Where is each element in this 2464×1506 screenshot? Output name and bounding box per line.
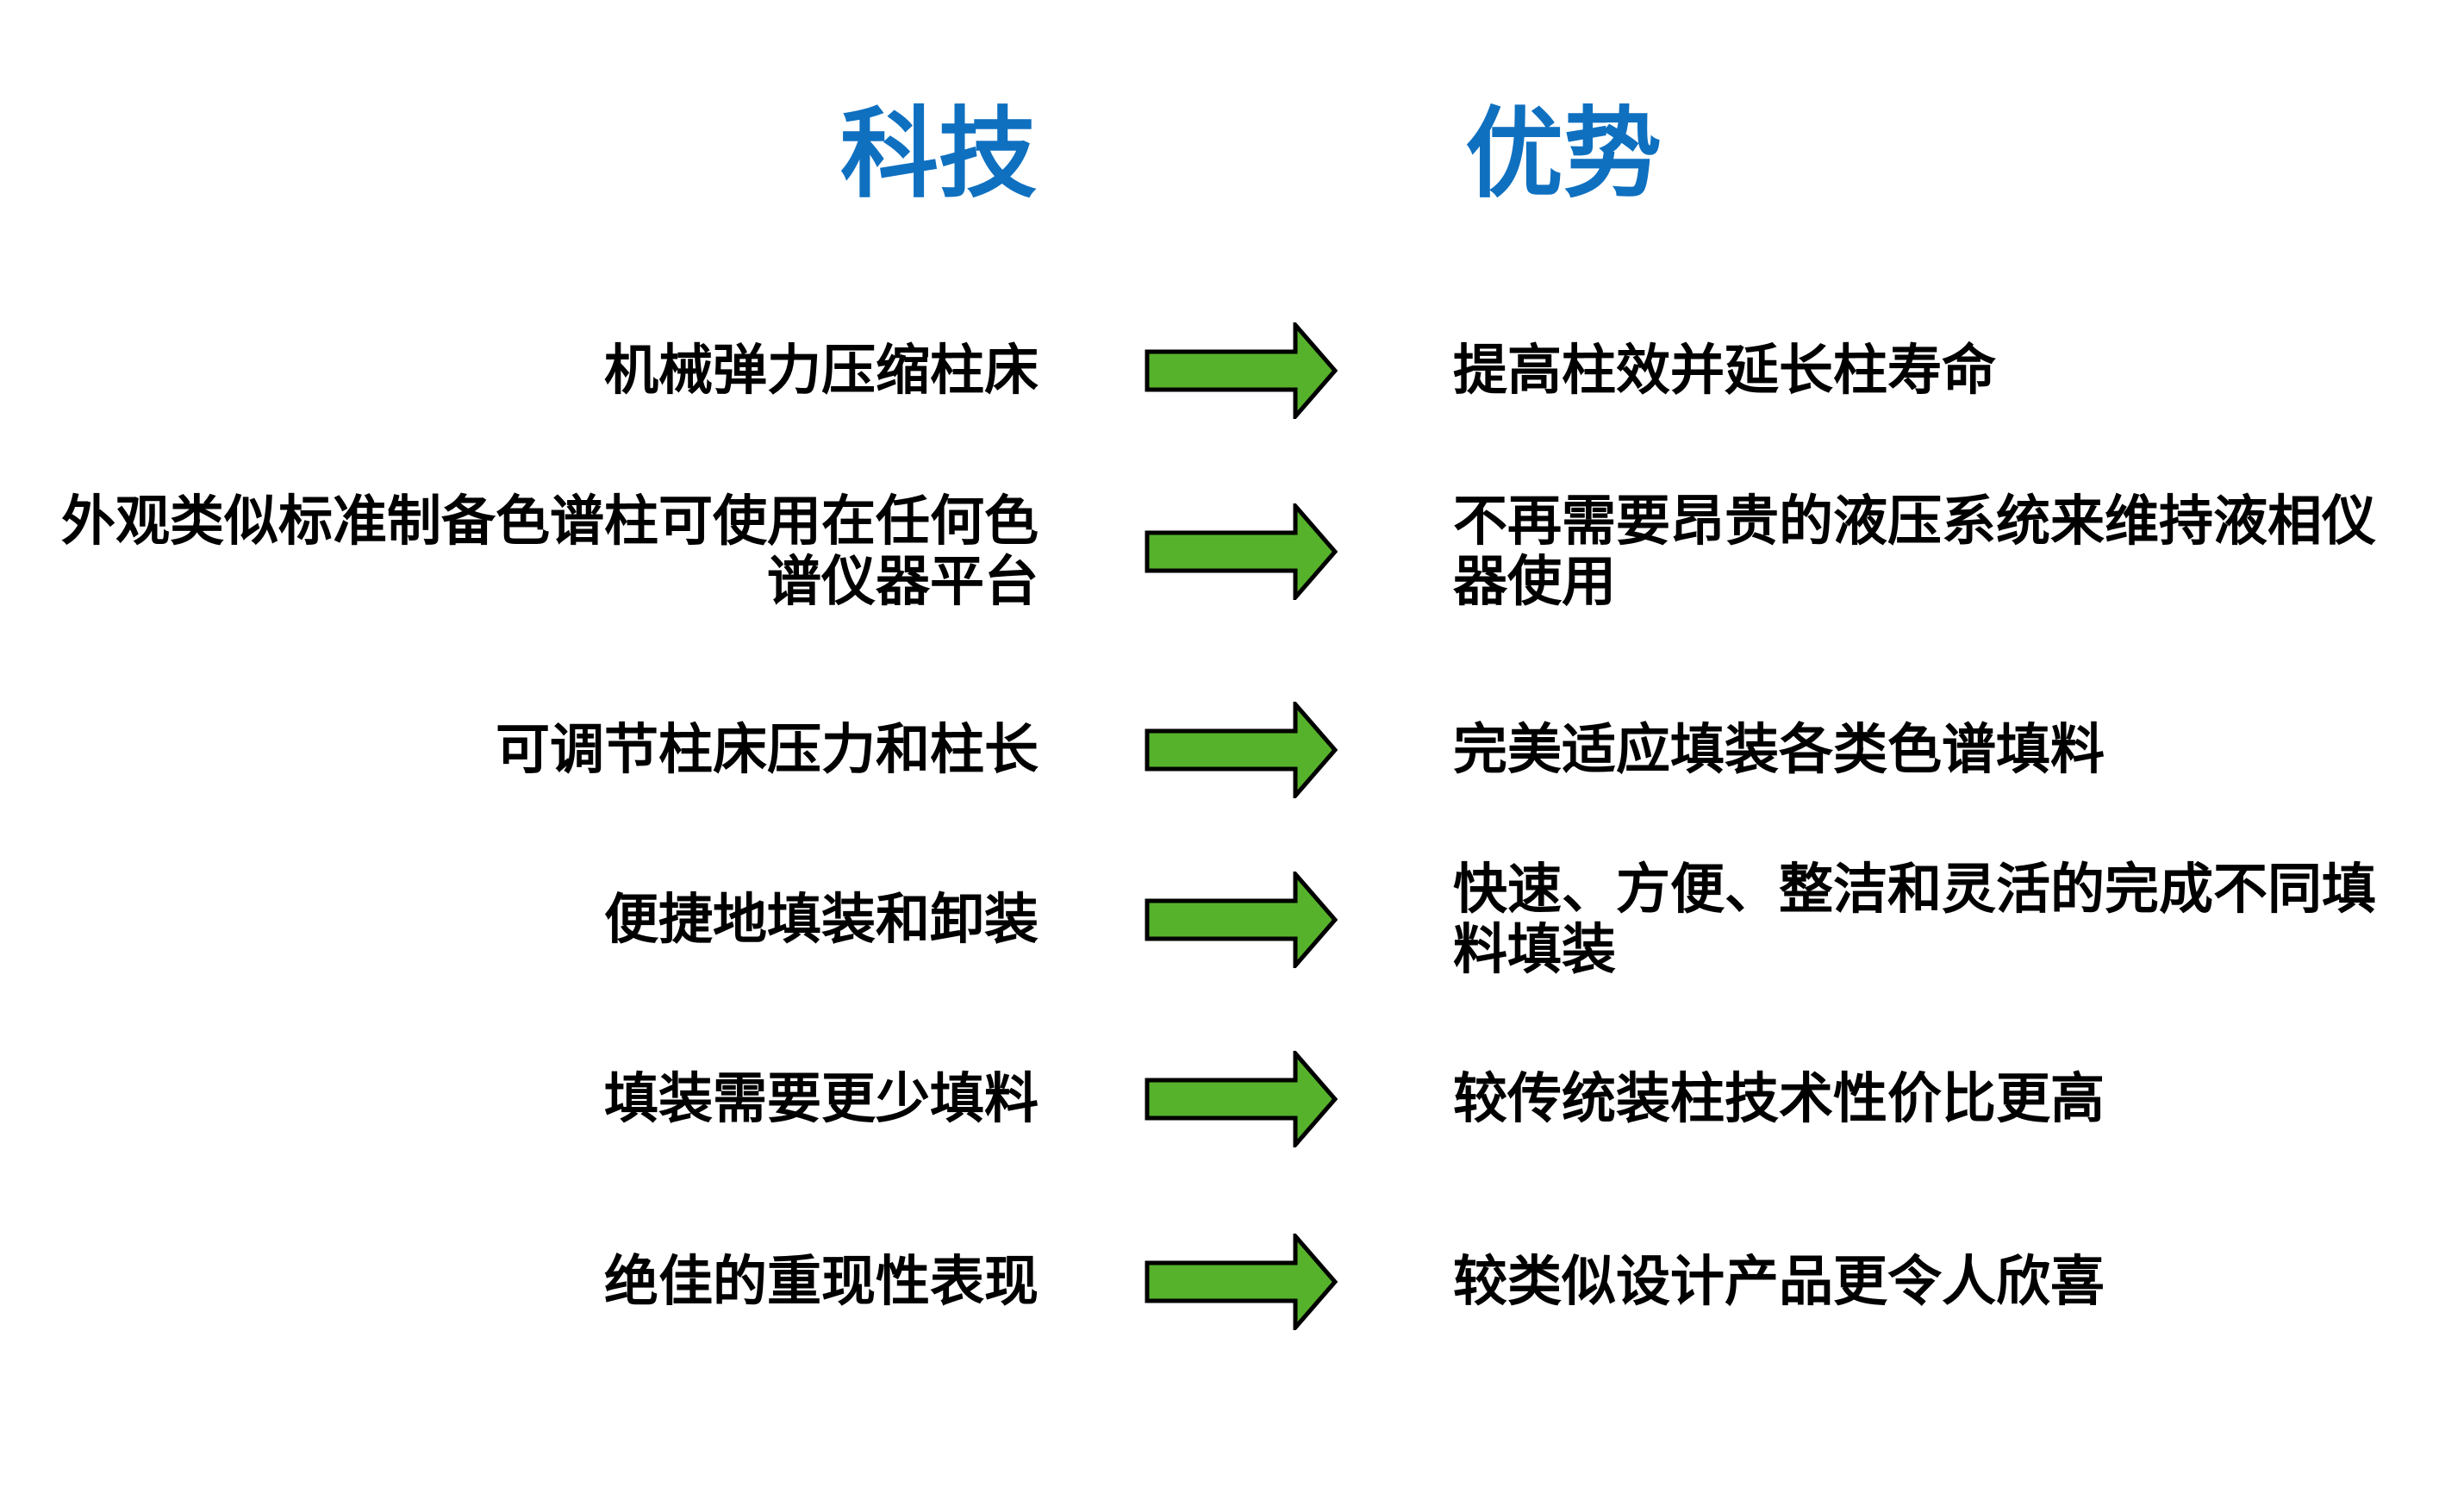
tech-item-text: 填装需要更少填料: [604, 1069, 1039, 1129]
right-arrow-icon: [1145, 872, 1338, 968]
advantage-column-title: 优势: [1465, 100, 1662, 209]
right-arrow-icon: [1145, 503, 1338, 600]
tech-item-text: 外观类似标准制备色谱柱可使用在任何色谱仪器平台: [61, 491, 1039, 612]
right-arrow-icon: [1145, 702, 1338, 798]
advantage-item-text: 完美适应填装各类色谱填料: [1453, 720, 2105, 780]
tech-item-text: 绝佳的重现性表现: [604, 1252, 1039, 1312]
tech-column-title: 科技: [840, 100, 1038, 209]
advantage-item-text: 不再需要昂贵的液压系统来维持液相仪器使用: [1453, 491, 2376, 612]
right-arrow-icon: [1145, 1234, 1338, 1330]
advantage-item-text: 较传统装柱技术性价比更高: [1453, 1069, 2105, 1129]
advantage-item-text: 快速、方便、整洁和灵活的完成不同填料填装: [1453, 859, 2376, 980]
advantage-item-text: 提高柱效并延长柱寿命: [1453, 341, 1996, 401]
right-arrow-icon: [1145, 322, 1338, 419]
tech-item-text: 可调节柱床压力和柱长: [496, 720, 1039, 780]
tech-item-text: 便捷地填装和卸装: [604, 890, 1039, 950]
right-arrow-icon: [1145, 1051, 1338, 1147]
advantage-item-text: 较类似设计产品更令人欣喜: [1453, 1252, 2105, 1312]
tech-item-text: 机械弹力压缩柱床: [604, 341, 1039, 401]
